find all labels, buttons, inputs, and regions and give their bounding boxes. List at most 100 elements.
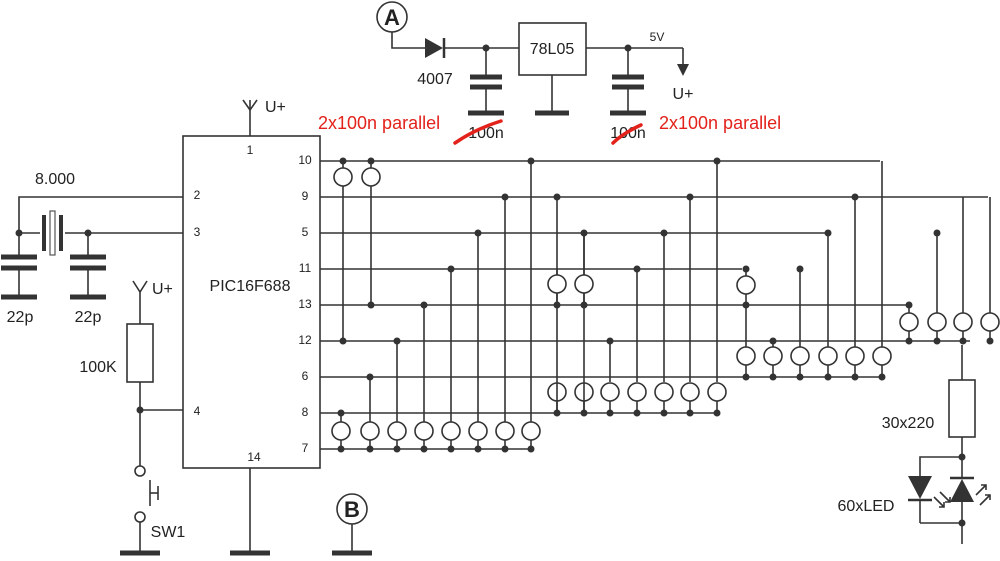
junction-dot bbox=[474, 229, 482, 237]
junction-dot bbox=[393, 445, 401, 453]
junction-dot bbox=[420, 445, 428, 453]
junction-dot bbox=[824, 229, 832, 237]
led-unit bbox=[468, 421, 488, 441]
connector-b-group: B bbox=[332, 493, 372, 556]
junction-dot bbox=[447, 265, 455, 273]
led-unit bbox=[818, 346, 838, 366]
led-unit bbox=[707, 382, 727, 402]
crystal-oscillator: 8.000 22p 22p bbox=[1, 171, 183, 326]
junction-dot bbox=[527, 445, 535, 453]
led-unit bbox=[574, 274, 594, 294]
led-unit bbox=[521, 421, 541, 441]
capacitor-22p-right-label: 22p bbox=[75, 309, 102, 326]
junction-dot bbox=[501, 193, 509, 201]
pin-3: 3 bbox=[194, 225, 201, 239]
red-mark-left bbox=[453, 119, 503, 145]
led-unit bbox=[927, 312, 947, 332]
pin-2: 2 bbox=[194, 188, 201, 202]
junction-dot bbox=[367, 301, 375, 309]
junction-dot bbox=[420, 301, 428, 309]
junction-dot bbox=[796, 265, 804, 273]
pin-11: 11 bbox=[299, 261, 312, 275]
junction-dot bbox=[933, 229, 941, 237]
crystal-symbol bbox=[49, 210, 56, 256]
pin-4: 4 bbox=[194, 404, 201, 418]
pin-5: 5 bbox=[302, 225, 309, 239]
junction-dot bbox=[606, 337, 614, 345]
led-unit bbox=[387, 421, 407, 441]
led-unit bbox=[331, 421, 351, 441]
led-unit bbox=[680, 382, 700, 402]
led-unit bbox=[547, 274, 567, 294]
led-unit bbox=[736, 275, 756, 295]
junction-dot bbox=[366, 373, 374, 381]
led-unit bbox=[790, 346, 810, 366]
junction-dot bbox=[527, 157, 535, 165]
led-icon-left bbox=[908, 476, 932, 499]
junction-dot bbox=[553, 193, 561, 201]
junction-dot bbox=[501, 445, 509, 453]
led-label: 60xLED bbox=[838, 498, 895, 515]
pin-8: 8 bbox=[302, 405, 309, 419]
pin-7: 7 bbox=[302, 441, 309, 455]
led-icon-right bbox=[950, 479, 974, 502]
resistor-220 bbox=[948, 379, 976, 438]
uplus-chip-icon bbox=[242, 99, 258, 112]
junction-dot bbox=[660, 229, 668, 237]
led-unit bbox=[360, 421, 380, 441]
resistor-220-label: 30x220 bbox=[882, 415, 935, 432]
switch-contact-bottom bbox=[134, 511, 146, 523]
junction-dot bbox=[393, 337, 401, 345]
uplus-reset-icon bbox=[132, 280, 148, 294]
pic16f688-chip: U+ PIC16F688 1 2 3 4 14 10 9 5 11 13 12 … bbox=[182, 99, 321, 556]
pin-13: 13 bbox=[298, 297, 312, 311]
led-unit bbox=[495, 421, 515, 441]
pin-1: 1 bbox=[247, 143, 254, 157]
led-unit bbox=[627, 382, 647, 402]
uplus-label-chip: U+ bbox=[265, 99, 286, 116]
led-unit bbox=[872, 346, 892, 366]
connector-b-label: B bbox=[344, 497, 360, 522]
chip-label: PIC16F688 bbox=[210, 278, 291, 295]
pin-10: 10 bbox=[298, 153, 312, 167]
pin-9: 9 bbox=[302, 189, 309, 203]
junction-dot bbox=[686, 193, 694, 201]
junction-dot bbox=[580, 301, 588, 309]
uplus-label-supply: U+ bbox=[673, 86, 694, 103]
switch-label: SW1 bbox=[151, 524, 186, 541]
junction-dot bbox=[713, 157, 721, 165]
led-unit bbox=[736, 346, 756, 366]
junction-dot bbox=[769, 337, 777, 345]
led-unit bbox=[763, 346, 783, 366]
uplus-label-reset: U+ bbox=[152, 281, 173, 298]
switch-contact-top bbox=[134, 465, 146, 477]
junction-dot bbox=[367, 157, 375, 165]
led-unit bbox=[654, 382, 674, 402]
connector-a-label: A bbox=[384, 5, 400, 30]
junction-dot bbox=[553, 301, 561, 309]
led-matrix bbox=[320, 157, 1000, 453]
led-unit bbox=[414, 421, 434, 441]
led-unit bbox=[600, 382, 620, 402]
pin-6: 6 bbox=[302, 369, 309, 383]
junction-dot bbox=[905, 301, 913, 309]
pin-12: 12 bbox=[298, 333, 312, 347]
capacitor-22p-left-label: 22p bbox=[7, 309, 34, 326]
resistor-100k bbox=[126, 323, 154, 383]
led-unit bbox=[899, 312, 919, 332]
junction-dot bbox=[447, 445, 455, 453]
led-unit bbox=[980, 312, 1000, 332]
note-right: 2x100n parallel bbox=[659, 113, 781, 133]
crystal-label: 8.000 bbox=[35, 171, 75, 188]
red-mark-right bbox=[611, 123, 643, 145]
uplus-arrow-icon bbox=[677, 64, 689, 76]
junction-dot bbox=[633, 265, 641, 273]
junction-dot bbox=[339, 337, 347, 345]
power-supply: A 4007 100n 78L05 100n 5V U+ 2x100n para… bbox=[318, 1, 781, 145]
pin-14: 14 bbox=[247, 450, 261, 464]
junction-dot bbox=[337, 445, 345, 453]
junction-dot bbox=[474, 445, 482, 453]
resistor-100k-label: 100K bbox=[79, 359, 117, 376]
regulator-label: 78L05 bbox=[530, 41, 575, 58]
